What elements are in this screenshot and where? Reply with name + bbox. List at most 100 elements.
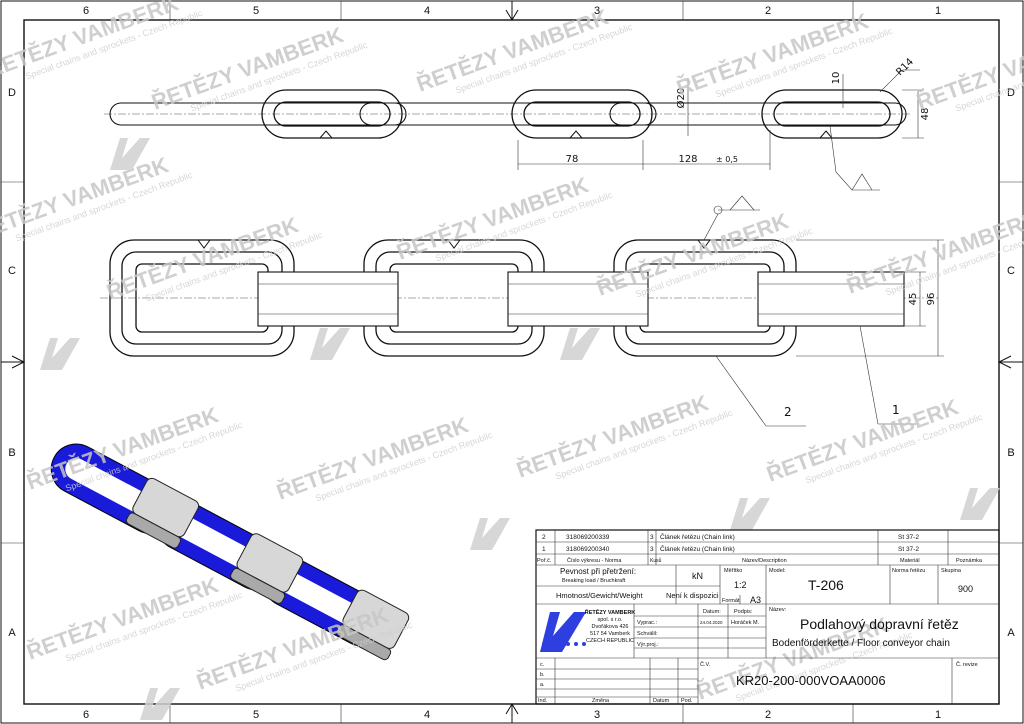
parts-header-number: Číslo výkresu - Norma <box>567 557 622 564</box>
dim-outer-height: 48 <box>920 108 931 121</box>
change-label: Změna <box>592 698 610 704</box>
dim-diameter: Ø20 <box>675 88 687 109</box>
format-label: Formát <box>722 598 740 604</box>
chain-front-view: 45 96 2 1 <box>100 195 944 427</box>
dim-radius: R14 <box>894 56 916 78</box>
drawn-label: Vyprac.: <box>637 620 657 626</box>
dim-width-outer: 96 <box>926 293 937 306</box>
zone-left-d: D <box>8 87 16 99</box>
zone-right-d: D <box>1007 87 1015 99</box>
zone-right-a: A <box>1007 627 1015 639</box>
zone-top-3: 3 <box>594 5 600 17</box>
zone-top-6: 6 <box>83 5 89 17</box>
dim-pitch: 128 <box>678 154 697 165</box>
parts-row-1-material: St 37-2 <box>898 546 919 553</box>
parts-row-1-name: Článek řetězu (Chain link) <box>660 544 735 553</box>
company-city: 517 54 Vamberk <box>590 631 630 637</box>
breaking-load-label: Pevnost při přetržení: <box>560 567 636 576</box>
zone-top-4: 4 <box>424 5 430 17</box>
watermark-brand: ŘETĚZY VAMBERK <box>393 172 592 265</box>
dim-wall: 10 <box>831 72 842 85</box>
watermark-brand: ŘETĚZY VAMBERK <box>513 390 712 483</box>
parts-header-note: Poznámka <box>956 558 983 564</box>
date-label: Datum: <box>703 609 721 615</box>
model-label: Model: <box>769 568 786 574</box>
watermark-brand: ŘETĚZY VAMBERK <box>673 8 872 101</box>
name-label: Název: <box>769 607 787 613</box>
parts-header-pos: Poř.č. <box>537 558 552 564</box>
parts-row-2-name: Článek řetězu (Chain link) <box>660 532 735 541</box>
cv-label: Č.V. <box>700 661 711 668</box>
zone-right-c: C <box>1007 265 1015 277</box>
signature-label: Podpis: <box>734 609 753 615</box>
weight-value: Není k dispozici <box>666 591 719 600</box>
company-logo <box>540 612 586 652</box>
breaking-load-unit: kN <box>692 571 703 581</box>
parts-row-2-material: St 37-2 <box>898 534 919 541</box>
parts-row-2-qty: 3 <box>650 534 654 541</box>
rev-row-a: a. <box>540 682 545 688</box>
drawing-number: KR20-200-000VOAA0006 <box>736 673 886 688</box>
parts-row-1-number: 318069200340 <box>566 546 610 553</box>
parts-header-material: Materiál <box>900 558 920 564</box>
parts-header-qty: Kusů <box>650 557 662 564</box>
format-value: A3 <box>750 595 761 605</box>
parts-row-1-pos: 1 <box>542 546 546 553</box>
company-name: ŘETĚZY VAMBERK <box>585 608 636 616</box>
zone-bottom-2: 2 <box>765 709 771 721</box>
weight-label: Hmotnost/Gewicht/Weight <box>556 591 643 600</box>
project-label: Výr.proj.: <box>637 642 659 648</box>
zone-bottom-3: 3 <box>594 709 600 721</box>
parts-row-2-pos: 2 <box>542 534 546 541</box>
zone-bottom-1: 1 <box>935 709 941 721</box>
zone-top-1: 1 <box>935 5 941 17</box>
drawn-date: 24.04.2020 <box>700 620 723 625</box>
revision-label: Č. revize <box>956 661 978 668</box>
zone-bottom-6: 6 <box>83 709 89 721</box>
rev-row-c: c. <box>540 662 545 668</box>
zone-left-c: C <box>8 265 16 277</box>
zone-left-b: B <box>8 447 15 459</box>
drawing-title-de-en: Bodenförderkette / Floor conveyor chain <box>772 638 950 649</box>
parts-header-name: Název/Description <box>742 558 787 564</box>
company-country: CZECH REPUBLIC <box>586 638 634 644</box>
change-index-label: Ind. <box>538 698 548 704</box>
group-value: 900 <box>958 584 973 594</box>
zone-bottom-5: 5 <box>253 709 259 721</box>
dim-width-inner: 45 <box>908 293 919 306</box>
scale-label: Měřítko <box>724 568 742 574</box>
parts-row-1-qty: 3 <box>650 546 654 553</box>
zone-left-a: A <box>8 627 16 639</box>
group-label: Skupina <box>941 568 962 574</box>
breaking-load-sub: Breaking load / Bruchkraft <box>562 578 626 584</box>
rev-row-b: b. <box>540 672 545 678</box>
drawn-by: Horáček M. <box>731 620 760 626</box>
watermark-brand: ŘETĚZY VAMBERK <box>273 412 472 505</box>
drawing-title-cz: Podlahový dopravní řetěz <box>800 616 959 632</box>
chain-norm-label: Norma řetězu <box>892 568 925 574</box>
model-value: T-206 <box>808 577 844 593</box>
title-block: 2 318069200339 3 Článek řetězu (Chain li… <box>535 529 1000 705</box>
watermark-brand: ŘETĚZY VAMBERK <box>763 394 962 487</box>
change-date-label: Datum <box>653 698 670 704</box>
zone-bottom-4: 4 <box>424 709 430 721</box>
watermark-brand: ŘETĚZY VAMBERK <box>148 22 347 115</box>
balloon-1: 1 <box>892 403 900 417</box>
chain-isometric-view <box>50 443 410 661</box>
zone-right-b: B <box>1007 447 1014 459</box>
zone-top-5: 5 <box>253 5 259 17</box>
change-signature-label: Pod. <box>681 698 693 704</box>
chain-top-view: 78 128 ± 0,5 Ø20 10 48 R14 <box>104 56 931 191</box>
balloon-2: 2 <box>784 405 792 419</box>
company-type: spol. s r.o. <box>597 617 623 623</box>
approved-label: Schválil: <box>637 631 658 637</box>
watermark-brand: ŘETĚZY VAMBERK <box>23 572 222 665</box>
company-street: Dvořákova 426 <box>592 624 629 630</box>
scale-value: 1:2 <box>734 580 747 590</box>
dim-inner-length: 78 <box>566 154 579 165</box>
dim-pitch-tolerance: ± 0,5 <box>716 155 738 164</box>
zone-top-2: 2 <box>765 5 771 17</box>
